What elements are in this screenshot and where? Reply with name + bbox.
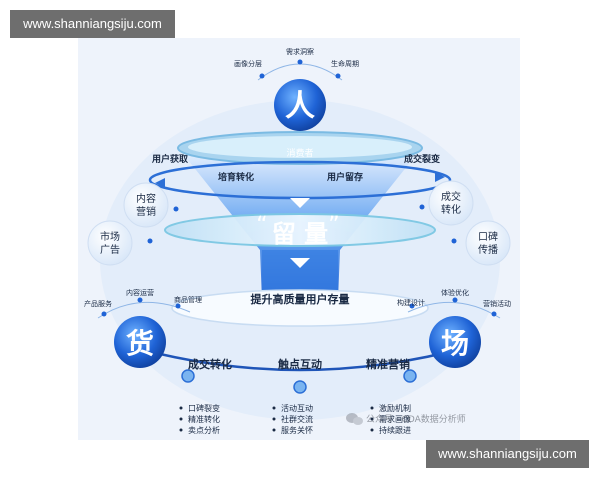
goods-ball (114, 316, 166, 368)
goods-tag-dot (137, 297, 143, 303)
ring-label-3: 用户留存 (326, 171, 363, 183)
col1-item-3: 卖点分析 (188, 425, 220, 435)
place-tag-dot (491, 311, 497, 317)
arc-dot-right (403, 369, 417, 383)
goods-tag-3: 商品管理 (174, 295, 202, 304)
people-tag-dot (259, 73, 265, 79)
bullet (179, 406, 183, 410)
place-tag-3: 营销活动 (483, 299, 511, 308)
col3-item-3: 持续跟进 (379, 425, 411, 435)
people-goods-place-diagram: 人 画像分层 需求洞察 生命周期 消费者 用户获取 培育转化 用户留存 成交裂变… (84, 47, 511, 435)
bubble-word-of-mouth (465, 220, 511, 266)
people-tag-2: 需求洞察 (286, 47, 314, 56)
people-tag-dot (297, 59, 303, 65)
bubble-content-marketing (123, 182, 169, 228)
bullet (272, 417, 276, 421)
place-tag-1: 构建设计 (397, 298, 425, 307)
place-symbol: 场 (441, 327, 469, 360)
bottom-col-1: 口碑裂变 精准转化 卖点分析 (179, 403, 220, 435)
funnel-bottom-text: 提升高质量用户存量 (251, 292, 350, 306)
bubble-right-1-line-1: 成交 (441, 190, 461, 203)
bottom-disc (171, 289, 429, 327)
ring-label-2: 培育转化 (218, 171, 254, 183)
col2-item-3: 服务关怀 (281, 425, 313, 435)
place-tag-arc (407, 301, 501, 319)
bullet (179, 428, 183, 432)
bubble-connector-dot (173, 206, 179, 212)
consumer-ring-inner (188, 136, 412, 158)
orbit-arrow-left (155, 178, 165, 188)
arc-dot-middle (293, 380, 307, 394)
col1-item-2: 精准转化 (188, 414, 220, 424)
bubble-left-2-line-2: 广告 (100, 243, 120, 256)
goods-symbol: 货 (126, 327, 154, 360)
bottom-label-2: 触点互动 (277, 357, 322, 371)
people-tag-3: 生命周期 (331, 59, 359, 68)
down-arrow-2 (290, 258, 310, 268)
watermark-bottom: www.shanniangsiju.com (426, 440, 589, 468)
bubble-left-1-line-2: 营销 (136, 205, 156, 218)
goods-tag-dot (175, 303, 181, 309)
bubble-market-ads (87, 220, 133, 266)
col2-item-2: 社群交流 (281, 414, 313, 424)
diagram-panel: 人 画像分层 需求洞察 生命周期 消费者 用户获取 培育转化 用户留存 成交裂变… (78, 38, 520, 440)
credit: 公众号 · CDA数据分析师 (346, 413, 466, 425)
bubble-left-2-line-1: 市场 (100, 230, 120, 243)
col3-item-1: 激励机制 (379, 403, 411, 413)
bullet (272, 406, 276, 410)
consumer-label: 消费者 (286, 147, 313, 159)
quote-open: “ (256, 213, 267, 238)
bubble-right-2-line-2: 传播 (478, 243, 498, 256)
bullet (179, 417, 183, 421)
people-ball (274, 79, 326, 131)
middle-ring (164, 213, 436, 247)
bubble-connector-dot (147, 238, 153, 244)
bullet (370, 417, 374, 421)
bubble-connector-dot (419, 204, 425, 210)
goods-tag-dot (101, 311, 107, 317)
bubble-right-1-line-2: 转化 (441, 203, 461, 216)
quote-close: ” (328, 213, 339, 238)
bubble-connector-dot (451, 238, 457, 244)
goods-tag-1: 产品服务 (84, 299, 112, 308)
people-tag-dot (335, 73, 341, 79)
orbit-arrow-right (435, 172, 445, 182)
bottom-arc (124, 343, 476, 372)
bottom-label-3: 精准营销 (366, 357, 410, 371)
col3-item-2: 需求画像 (379, 414, 411, 424)
people-tag-1: 画像分层 (234, 59, 262, 68)
bubble-left-1-line-1: 内容 (136, 192, 156, 205)
place-tag-dot (409, 303, 415, 309)
bubble-right-2-line-1: 口碑 (478, 230, 498, 243)
place-tag-2: 体验优化 (441, 288, 469, 297)
bottom-col-2: 活动互动 社群交流 服务关怀 (272, 403, 313, 435)
people-symbol: 人 (285, 89, 315, 124)
col2-item-1: 活动互动 (281, 403, 313, 413)
credit-text: 公众号 · CDA数据分析师 (366, 413, 466, 425)
place-ball (429, 316, 481, 368)
bullet (370, 406, 374, 410)
wechat-icon-bubble (353, 417, 363, 425)
col1-item-1: 口碑裂变 (188, 403, 220, 413)
people-tag-arc (257, 63, 343, 81)
bullet (272, 428, 276, 432)
bubble-deal-conversion (428, 180, 474, 226)
bullet (370, 428, 374, 432)
bottom-col-3: 激励机制 需求画像 持续跟进 (370, 403, 411, 435)
ring-label-4: 成交裂变 (404, 153, 440, 165)
place-tag-dot (452, 297, 458, 303)
arc-dot-left (181, 369, 195, 383)
goods-tag-2: 内容运营 (126, 288, 154, 297)
bottom-label-1: 成交转化 (188, 357, 232, 371)
liuliang-title: 留 量 (272, 220, 328, 248)
ring-label-1: 用户获取 (151, 153, 189, 165)
watermark-top: www.shanniangsiju.com (10, 10, 175, 38)
down-arrow-1 (290, 198, 310, 208)
